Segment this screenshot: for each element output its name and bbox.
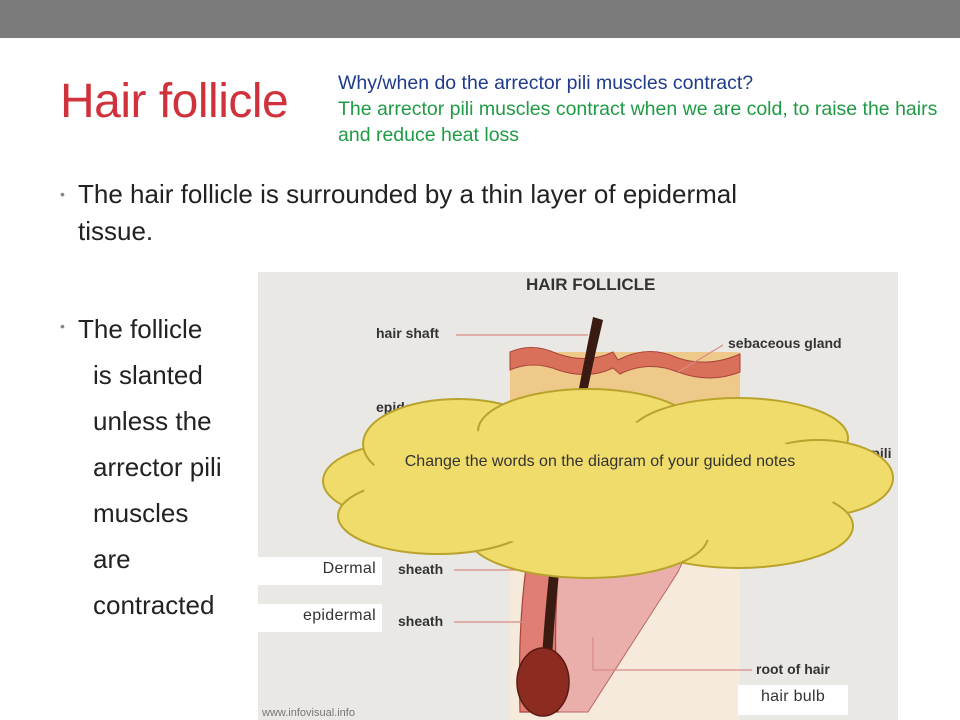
leader-line <box>677 344 724 373</box>
label-hair-shaft: hair shaft <box>376 325 439 341</box>
speech-cloud <box>322 388 894 579</box>
bullet-dot: • <box>60 318 65 334</box>
label-root-of-hair: root of hair <box>756 661 830 677</box>
label-dermal: Dermal <box>258 557 382 585</box>
bullet2-line: contracted <box>93 590 215 620</box>
leader-line <box>592 637 752 671</box>
watermark: www.infovisual.info <box>261 707 355 719</box>
label-sheath-outer: sheath <box>398 561 443 577</box>
diagram-title: HAIR FOLLICLE <box>526 275 655 294</box>
bullet2-line: unless the <box>93 406 212 436</box>
slide-title: Hair follicle <box>60 75 289 128</box>
skin-surface <box>509 347 741 379</box>
bullet2-line: are <box>93 544 131 574</box>
hair-shaft <box>540 317 603 692</box>
bullet1-line1: The hair follicle is surrounded by a thi… <box>78 179 738 209</box>
label-epidermal: epidermal <box>258 604 382 632</box>
bullet2-line: arrector pili <box>93 452 222 482</box>
bullet-follicle-slanted: • The follicle is slanted unless the arr… <box>60 306 268 628</box>
answer-text: The arrector pili muscles contract when … <box>338 98 938 146</box>
label-sebaceous-gland: sebaceous gland <box>728 335 842 351</box>
question-answer-block: Why/when do the arrector pili muscles co… <box>338 70 938 148</box>
bullet-dot: • <box>60 186 65 202</box>
label-hair-bulb: hair bulb <box>738 685 848 715</box>
bullet2-line: muscles <box>93 498 189 528</box>
bullet1-line2: tissue. <box>78 216 154 246</box>
question-text: Why/when do the arrector pili muscles co… <box>338 72 754 94</box>
label-sheath-inner: sheath <box>398 613 443 629</box>
cloud-instruction-text: Change the words on the diagram of your … <box>404 453 796 470</box>
bullet-follicle-surrounded: • The hair follicle is surrounded by a t… <box>60 176 908 250</box>
bullet2-line: The follicle <box>78 314 203 344</box>
top-bar <box>0 0 960 38</box>
bullet2-line: is slanted <box>93 360 203 390</box>
hair-bulb-shape <box>516 647 570 717</box>
